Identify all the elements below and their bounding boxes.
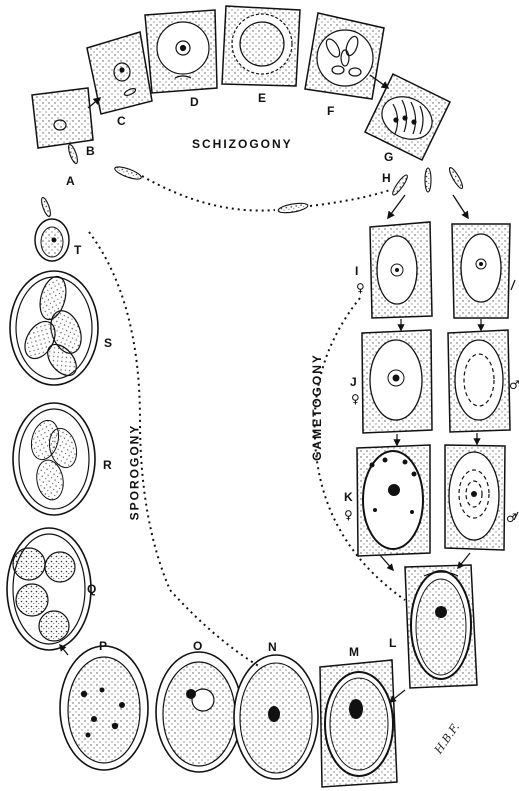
sex-symbol-k-male: ♂ [506,512,517,524]
stage-label-n: N [268,641,277,653]
stage-label-t: T [74,244,81,256]
sex-symbol-j-male: ♂ [509,379,519,391]
stage-label-h: H [382,172,391,184]
stage-label-s: S [104,337,112,349]
stage-label-l: L [389,637,396,649]
stage-label-c: C [117,115,126,127]
stage-label-k: K [344,491,353,503]
stage-label-r: R [103,459,112,471]
stage-label-a: A [66,175,75,187]
cell-b [32,88,93,148]
stage-label-b: B [86,145,95,157]
stage-label-f: F [327,105,334,117]
stage-label-m: M [349,646,359,658]
stage-label-o: O [193,640,202,652]
sex-symbol-k-female: ♀ [344,509,353,521]
stage-label-j: J [350,376,357,388]
stage-label-q: Q [87,583,96,595]
cell-c [87,32,152,114]
stage-label-d: D [190,96,199,108]
phase-label-schizogony: SCHIZOGONY [192,137,293,151]
phase-label-sporogony: SPOROGONY [127,424,141,521]
phase-label-gametogony: GAMETOGONY [310,353,324,461]
sex-symbol-j-female: ♀ [351,393,360,405]
stage-label-p: P [99,640,107,652]
stage-label-e: E [258,92,266,104]
stage-label-i: I [355,265,358,277]
stage-label-g: G [384,151,393,163]
sex-symbol-i-female: ♀ [356,282,365,294]
